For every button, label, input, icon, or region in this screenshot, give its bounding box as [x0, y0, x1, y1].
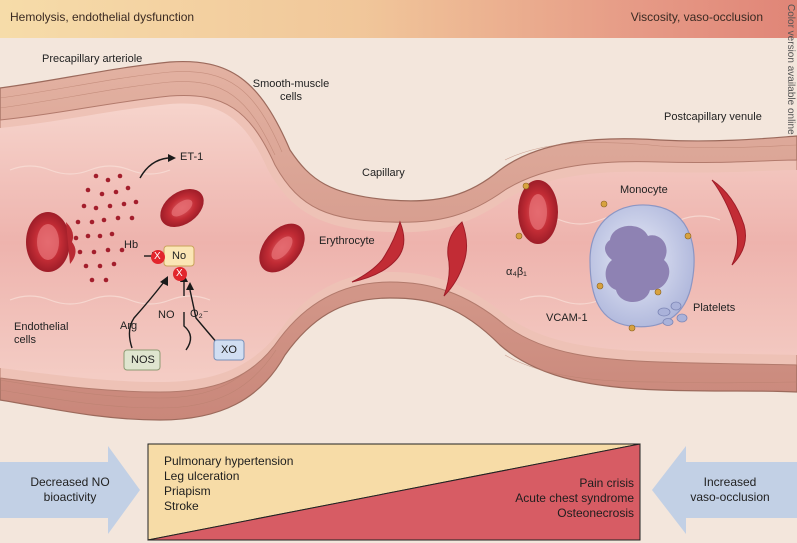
label-x-mark-1: X [154, 251, 161, 262]
xo-box [213, 339, 245, 361]
sickle-cell-2 [443, 221, 468, 297]
x-mark-1 [151, 250, 165, 264]
platelets-cluster [657, 301, 688, 326]
erythrocyte-1 [160, 188, 204, 228]
condition-item: Acute chest syndrome [515, 491, 634, 505]
left-arrow-line-1: Decreased NO [30, 475, 110, 489]
nos-box [123, 349, 161, 371]
sickle-cell-1 [351, 220, 405, 283]
label-smooth-muscle: Smooth-muscle cells [246, 78, 336, 104]
left-arrow-label: Decreased NO bioactivity [20, 475, 120, 505]
erythrocyte-3 [518, 180, 558, 244]
label-no: NO [158, 309, 175, 321]
label-smooth-muscle-1: Smooth-muscle [252, 78, 330, 90]
sickle-cell-3 [711, 179, 746, 266]
left-conditions-list: Pulmonary hypertension Leg ulceration Pr… [164, 454, 293, 514]
condition-item: Pulmonary hypertension [164, 454, 294, 468]
label-no-box: No [172, 250, 187, 262]
left-arrow-shape [0, 446, 140, 534]
label-arg: Arg [120, 320, 138, 332]
label-endothelial-1: Endothelial [14, 321, 69, 333]
right-conditions-list: Pain crisis Acute chest syndrome Osteone… [470, 476, 634, 521]
left-arrow-line-2: bioactivity [43, 490, 97, 504]
label-erythrocyte: Erythrocyte [319, 235, 375, 247]
monocyte-cell [589, 204, 695, 328]
label-nos: NOS [131, 354, 155, 366]
label-endothelial-cells: Endothelial cells [14, 321, 68, 347]
triangle-dark [147, 443, 641, 541]
label-platelets: Platelets [693, 302, 736, 314]
condition-item: Priapism [164, 484, 211, 498]
x-mark-2 [173, 267, 187, 281]
header-right-title: Viscosity, vaso-occlusion [630, 10, 763, 24]
label-postcapillary-venule: Postcapillary venule [664, 111, 762, 123]
label-integrin: α₄β₁ [506, 266, 527, 278]
header-left-title: Hemolysis, endothelial dysfunction [10, 10, 195, 24]
label-et1: ET-1 [180, 151, 204, 163]
adhesion-molecules [515, 182, 692, 332]
condition-item: Osteonecrosis [557, 506, 634, 520]
side-note: Color version available online [785, 4, 796, 135]
label-endothelial-2: cells [14, 334, 37, 346]
right-arrow-label: Increased vaso-occlusion [680, 475, 780, 505]
right-arrow-shape [652, 446, 797, 534]
label-smooth-muscle-2: cells [279, 91, 302, 103]
label-hb: Hb [124, 239, 139, 251]
condition-item: Leg ulceration [164, 469, 240, 483]
condition-item: Stroke [164, 499, 199, 513]
label-xo: XO [221, 344, 237, 356]
label-vcam: VCAM-1 [546, 312, 588, 324]
right-arrow-line-2: vaso-occlusion [690, 490, 770, 504]
label-precapillary-arteriole: Precapillary arteriole [42, 53, 143, 65]
condition-item: Pain crisis [579, 476, 634, 490]
erythrocyte-2 [259, 223, 305, 273]
label-o2: O₂⁻ [190, 308, 209, 320]
header-band: Hemolysis, endothelial dysfunction Visco… [0, 0, 797, 38]
label-monocyte: Monocyte [620, 184, 668, 196]
hemoglobin-particles [73, 173, 139, 283]
label-capillary: Capillary [362, 167, 405, 179]
right-arrow-line-1: Increased [703, 475, 757, 489]
erythrocyte-lysing [26, 212, 76, 272]
label-x-mark-2: X [176, 268, 183, 279]
